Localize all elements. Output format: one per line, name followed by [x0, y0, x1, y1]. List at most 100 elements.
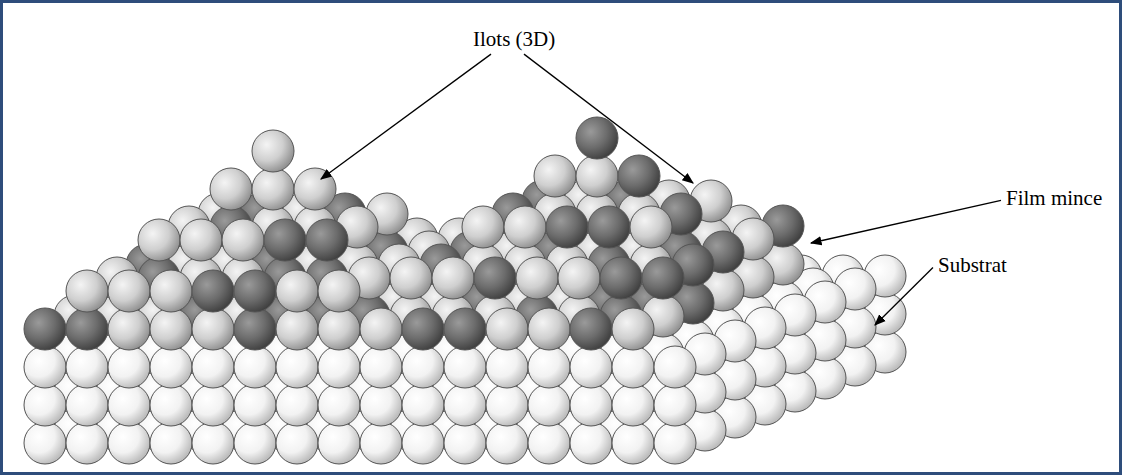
film-atom [558, 257, 600, 299]
substrate-atom [570, 422, 612, 464]
substrate-atom [150, 384, 192, 426]
substrate-atom [570, 346, 612, 388]
substrate-atom [528, 384, 570, 426]
substrate-atom [570, 384, 612, 426]
substrate-atom [276, 422, 318, 464]
leader-lines [321, 54, 1001, 325]
substrate-atom [66, 384, 108, 426]
film-atom [318, 270, 360, 312]
substrate-atom [612, 384, 654, 426]
leader-line [875, 267, 933, 325]
film-atom [462, 206, 504, 248]
film-atom [234, 270, 276, 312]
film-atom [108, 270, 150, 312]
film-atom [150, 308, 192, 350]
sphere-illustration [3, 3, 1119, 472]
film-atom [222, 219, 264, 261]
substrate-atom [402, 422, 444, 464]
film-atom [210, 168, 252, 210]
film-atom [600, 257, 642, 299]
substrate-atom [24, 346, 66, 388]
film-atom [138, 219, 180, 261]
leader-line [321, 54, 491, 179]
film-atom [528, 308, 570, 350]
film-atom [642, 257, 684, 299]
substrate-atom [192, 422, 234, 464]
film-atom [612, 308, 654, 350]
substrate-atom [360, 422, 402, 464]
substrate-atom [108, 384, 150, 426]
substrate-atom [234, 422, 276, 464]
substrate-atom [402, 384, 444, 426]
substrate-atom [318, 422, 360, 464]
film-atom [504, 206, 546, 248]
substrate-atom [402, 346, 444, 388]
film-atom [576, 117, 618, 159]
film-atom [576, 155, 618, 197]
film-atom [252, 130, 294, 172]
substrate-atom [150, 346, 192, 388]
film-atom [546, 206, 588, 248]
film-atom [570, 308, 612, 350]
substrate-atom [444, 384, 486, 426]
film-atom [588, 206, 630, 248]
callout-label: Substrat [938, 253, 1007, 277]
film-atom [276, 270, 318, 312]
substrate-atom [276, 384, 318, 426]
film-atom [516, 257, 558, 299]
film-atom [474, 257, 516, 299]
substrate-atom [360, 346, 402, 388]
film-atom [432, 257, 474, 299]
substrate-atom [318, 384, 360, 426]
substrate-atom [612, 346, 654, 388]
substrate-atom [486, 422, 528, 464]
substrate-atom [360, 384, 402, 426]
substrate-atom [24, 384, 66, 426]
film-atom [108, 308, 150, 350]
substrate-atom [486, 346, 528, 388]
substrate-atom [108, 346, 150, 388]
film-atom [306, 219, 348, 261]
film-atom [66, 270, 108, 312]
callout-label: Ilots (3D) [473, 27, 555, 51]
film-atom [486, 308, 528, 350]
substrate-atom [108, 422, 150, 464]
substrate-atom [486, 384, 528, 426]
substrate-atom [654, 384, 696, 426]
film-atom [252, 168, 294, 210]
film-atom [264, 219, 306, 261]
substrate-atom [66, 422, 108, 464]
film-atom [360, 308, 402, 350]
film-atom [444, 308, 486, 350]
substrate-atom [612, 422, 654, 464]
substrate-atom [234, 384, 276, 426]
film-atom [534, 155, 576, 197]
substrate-atom [150, 422, 192, 464]
film-atom [180, 219, 222, 261]
substrate-atom [276, 346, 318, 388]
film-atom [618, 155, 660, 197]
substrate-atom [528, 422, 570, 464]
leader-line [524, 54, 693, 183]
substrate-atom [444, 346, 486, 388]
film-atom [390, 257, 432, 299]
leader-line [811, 200, 1001, 243]
film-atom [318, 308, 360, 350]
substrate-atom [444, 422, 486, 464]
substrate-atom [528, 346, 570, 388]
film-atom [66, 308, 108, 350]
substrate-atom [654, 346, 696, 388]
spheres [24, 117, 906, 464]
film-atom [276, 308, 318, 350]
film-atom [192, 270, 234, 312]
film-atom [192, 308, 234, 350]
substrate-atom [24, 422, 66, 464]
substrate-atom [654, 422, 696, 464]
substrate-atom [192, 384, 234, 426]
substrate-atom [318, 346, 360, 388]
substrate-atom [66, 346, 108, 388]
callout-label: Film mince [1006, 186, 1102, 210]
film-atom [630, 206, 672, 248]
film-atom [294, 168, 336, 210]
